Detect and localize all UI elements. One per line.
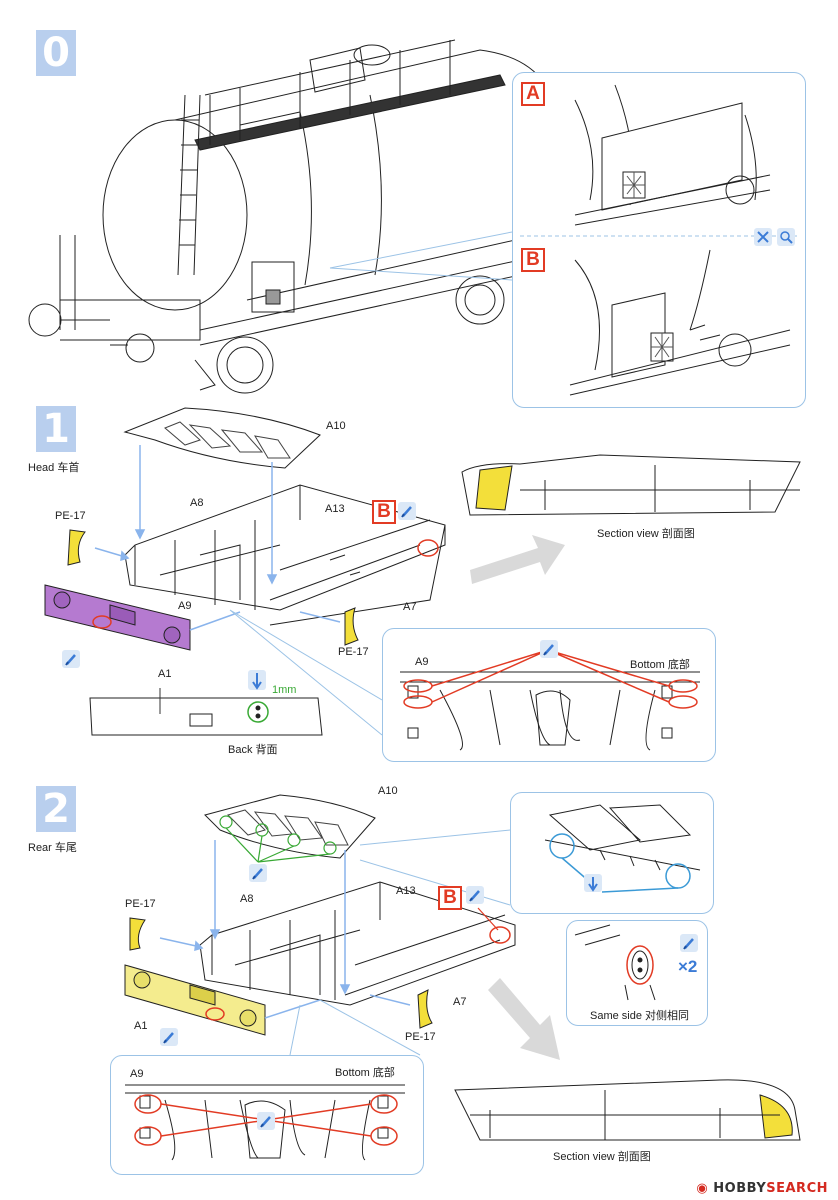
part-a10: A10: [326, 420, 346, 432]
step-0-badge: 0: [36, 30, 76, 76]
variant-b-label: B: [521, 248, 545, 272]
glue-brush-icon: [398, 502, 416, 520]
part-a7-2: A7: [453, 996, 467, 1008]
variant-a-label: A: [521, 82, 545, 106]
same-side-caption: Same side 对侧相同: [590, 1010, 690, 1022]
quantity-badge: ×2: [678, 957, 698, 976]
part-a13-2: A13: [396, 885, 416, 897]
part-pe17-left-2: PE-17: [125, 898, 156, 910]
glue-brush-icon: [62, 650, 80, 668]
glue-brush-icon: [257, 1112, 275, 1130]
part-a8-2: A8: [240, 893, 254, 905]
bottom-caption-2: Bottom 底部: [335, 1067, 395, 1079]
step-1-variant-b-label: B: [372, 500, 396, 524]
expand-icon[interactable]: [754, 228, 772, 246]
glue-brush-icon: [466, 886, 484, 904]
watermark-logo-icon: ◉: [696, 1181, 709, 1196]
hole-size-label: 1mm: [272, 684, 297, 696]
zoom-icon[interactable]: [777, 228, 795, 246]
glue-brush-icon: [249, 864, 267, 882]
part-a8: A8: [190, 497, 204, 509]
section-view-caption-2: Section view 剖面图: [553, 1151, 651, 1163]
part-pe17-left: PE-17: [55, 510, 86, 522]
bottom-part-a9-1: A9: [415, 656, 429, 668]
part-a1: A1: [158, 668, 172, 680]
part-pe17-right-2: PE-17: [405, 1031, 436, 1043]
step-2-badge: 2: [36, 786, 76, 832]
back-caption: Back 背面: [228, 744, 278, 756]
step-2-caption: Rear 车尾: [28, 842, 77, 854]
glue-brush-icon: [160, 1028, 178, 1046]
bottom-part-a9-2: A9: [130, 1068, 144, 1080]
step-2-variant-b-label: B: [438, 886, 462, 910]
part-a10-2: A10: [378, 785, 398, 797]
glue-brush-icon: [680, 934, 698, 952]
step-1-badge: 1: [36, 406, 76, 452]
part-a9: A9: [178, 600, 192, 612]
part-a13: A13: [325, 503, 345, 515]
part-a1-2: A1: [134, 1020, 148, 1032]
bottom-caption-1: Bottom 底部: [630, 659, 690, 671]
section-view-caption-1: Section view 剖面图: [597, 528, 695, 540]
part-pe17-right: PE-17: [338, 646, 369, 658]
watermark: ◉ HOBBYSEARCH: [696, 1181, 828, 1196]
glue-brush-icon: [540, 640, 558, 658]
step-1-caption: Head 车首: [28, 462, 80, 474]
part-a7: A7: [403, 601, 417, 613]
